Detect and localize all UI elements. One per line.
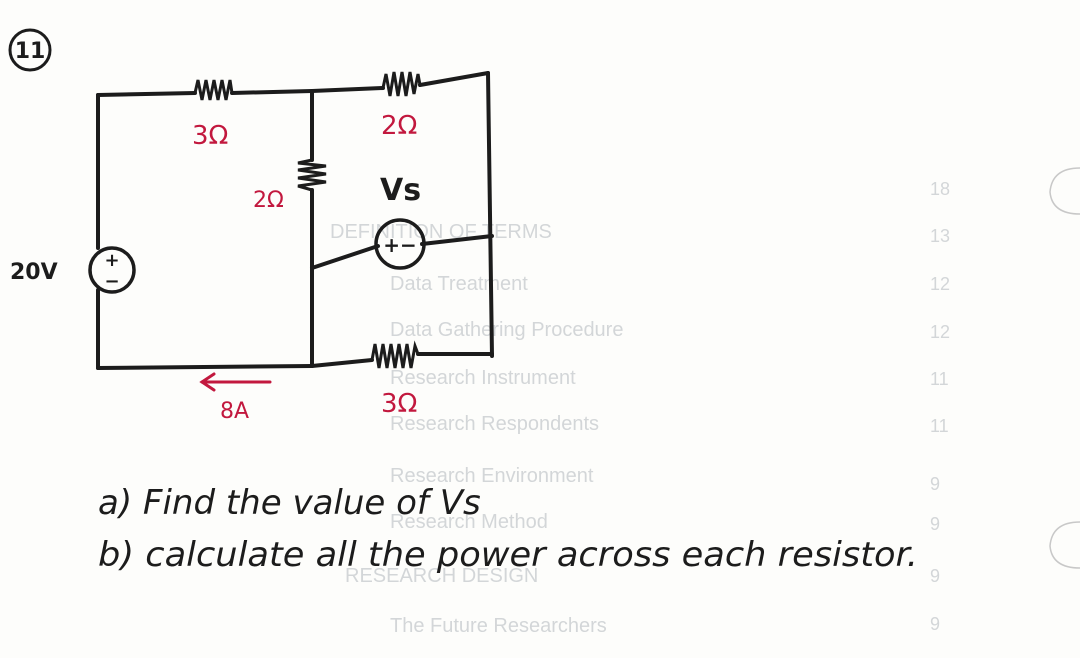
svg-text:+: + — [104, 250, 119, 271]
problem-number-badge: 11 — [8, 28, 52, 72]
svg-text:The Future Researchers: The Future Researchers — [390, 615, 607, 637]
resistor-3ohm-top-left — [193, 79, 234, 101]
question-b: b) calculate all the power across each r… — [98, 535, 918, 575]
question-a: a) Find the value of Vs — [98, 483, 481, 523]
resistor-symbols — [193, 71, 422, 369]
label-current: 8A — [220, 399, 249, 424]
svg-text:Data Gathering Procedure: Data Gathering Procedure — [390, 319, 623, 341]
label-source-vs: Vs — [380, 173, 421, 208]
svg-text:11: 11 — [930, 416, 949, 436]
svg-text:9: 9 — [930, 474, 940, 494]
current-arrow — [199, 372, 272, 392]
label-r-top-left: 3Ω — [192, 121, 228, 151]
svg-text:11: 11 — [930, 369, 949, 389]
binder-hole — [1049, 167, 1080, 215]
label-r-top-right: 2Ω — [381, 111, 417, 141]
svg-text:−: − — [104, 271, 119, 292]
circuit-wires — [96, 71, 494, 370]
svg-text:Research Instrument: Research Instrument — [390, 367, 576, 389]
svg-text:Research Respondents: Research Respondents — [390, 413, 599, 435]
svg-text:13: 13 — [930, 226, 950, 246]
svg-text:12: 12 — [930, 322, 950, 342]
svg-text:9: 9 — [930, 566, 940, 586]
svg-text:18: 18 — [930, 179, 950, 199]
resistor-3ohm-bottom-right — [370, 340, 420, 369]
svg-text:12: 12 — [930, 274, 950, 294]
svg-text:9: 9 — [930, 514, 940, 534]
voltage-source-20v: + − — [88, 246, 136, 294]
svg-text:Data Treatment: Data Treatment — [390, 273, 528, 295]
voltage-source-vs: +− — [374, 218, 426, 270]
svg-text:9: 9 — [930, 614, 940, 634]
svg-text:Research Method: Research Method — [390, 511, 548, 533]
bleed-through-text: DEFINITION OF TERMS Data Treatment Data … — [330, 179, 950, 637]
svg-text:Research Environment: Research Environment — [390, 465, 594, 487]
binder-hole — [1049, 521, 1080, 569]
label-r-middle: 2Ω — [253, 188, 284, 213]
problem-number: 11 — [15, 39, 46, 64]
svg-text:+−: +− — [383, 233, 417, 257]
resistor-2ohm-top-right — [381, 71, 422, 97]
svg-text:DEFINITION OF TERMS: DEFINITION OF TERMS — [330, 221, 552, 243]
label-r-bottom-right: 3Ω — [381, 389, 417, 419]
resistor-2ohm-middle — [297, 158, 327, 192]
svg-text:RESEARCH DESIGN: RESEARCH DESIGN — [345, 565, 538, 587]
label-source-voltage: 20V — [10, 260, 58, 285]
